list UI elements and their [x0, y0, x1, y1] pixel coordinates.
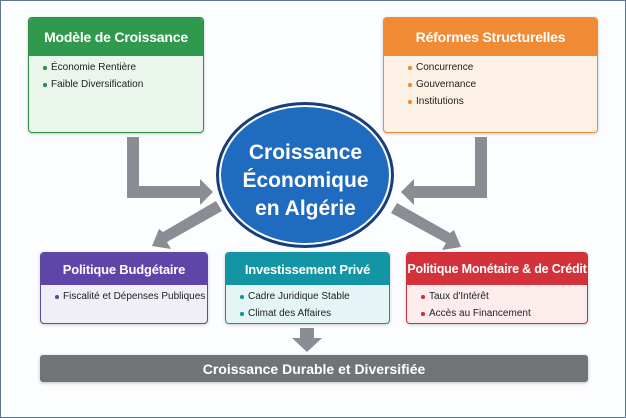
list-item: Institutions	[408, 96, 597, 107]
budget-policy-title: Politique Budgétaire	[41, 253, 207, 285]
list-item: Fiscalité et Dépenses Publiques	[55, 291, 207, 302]
list-item: Faible Diversification	[43, 79, 203, 90]
private-investment-box: Investissement Privé Cadre Juridique Sta…	[225, 252, 390, 324]
list-item: Cadre Juridique Stable	[240, 291, 389, 302]
outcome-bar: Croissance Durable et Diversifiée	[40, 355, 588, 382]
list-item: Climat des Affaires	[240, 308, 389, 319]
reforms-box: Réformes Structurelles Concurrence Gouve…	[383, 17, 598, 133]
list-item: Taux d'Intérêt	[421, 291, 587, 302]
center-line-3: en Algérie	[255, 197, 356, 220]
arrow-center-to-budget	[152, 201, 222, 249]
monetary-policy-title: Politique Monétaire & de Crédit	[407, 253, 587, 285]
reforms-title: Réformes Structurelles	[384, 18, 597, 56]
arrow-reforms-to-center	[401, 137, 487, 205]
list-item: Économie Rentière	[43, 62, 203, 73]
arrow-growth-model-to-center	[127, 137, 213, 205]
center-line-1: Croissance	[248, 141, 363, 164]
list-item: Accès au Financement	[421, 308, 587, 319]
arrow-investment-to-outcome	[292, 328, 322, 352]
budget-policy-box: Politique Budgétaire Fiscalité et Dépens…	[40, 252, 208, 324]
list-item: Gouvernance	[408, 79, 597, 90]
monetary-policy-box: Politique Monétaire & de Crédit Taux d'I…	[406, 252, 588, 324]
center-title: Croissance Économique en Algérie	[217, 139, 394, 223]
private-investment-title: Investissement Privé	[226, 253, 389, 285]
arrow-center-to-monetary	[391, 203, 461, 250]
growth-model-box: Modèle de Croissance Économie Rentière F…	[28, 17, 204, 133]
list-item: Concurrence	[408, 62, 597, 73]
growth-model-title: Modèle de Croissance	[29, 18, 203, 56]
center-line-2: Économique	[242, 169, 369, 192]
